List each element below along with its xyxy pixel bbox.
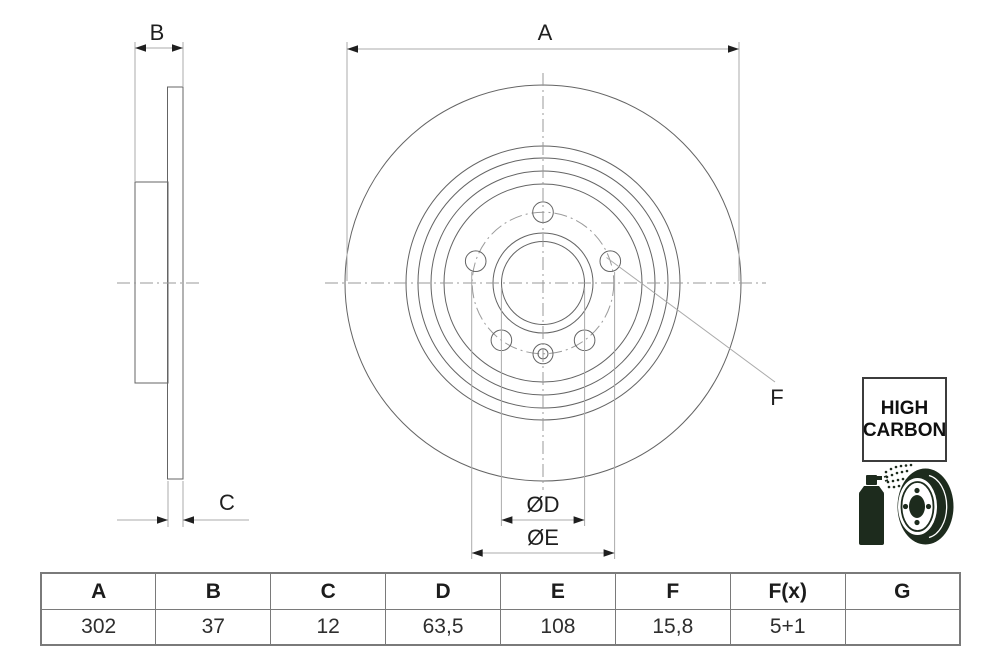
- dimension-e: [471, 272, 616, 559]
- spray-particles: [883, 463, 913, 489]
- table-value-e: 108: [500, 609, 616, 646]
- spray-can-icon: [859, 463, 913, 545]
- table-header-f: F: [614, 572, 731, 610]
- dim-label-b: B: [149, 20, 165, 45]
- dim-label-a: A: [537, 20, 553, 45]
- table-value-fx: 5+1: [729, 609, 846, 646]
- table-value-f: 15,8: [614, 609, 731, 646]
- technical-drawing: [117, 42, 776, 559]
- coated-disc-icon: [859, 463, 954, 545]
- table-value-b: 37: [155, 609, 272, 646]
- table-value-row: 302 37 12 63,5 108 15,8 5+1: [40, 609, 961, 646]
- table-header-d: D: [385, 572, 501, 610]
- dim-label-d: ØD: [526, 492, 560, 517]
- table-value-g: [844, 609, 961, 646]
- dimension-b: [134, 42, 184, 182]
- bolt-hole-right: [599, 250, 622, 273]
- high-carbon-badge: HIGH CARBON: [862, 377, 947, 462]
- cross-section-view: [117, 86, 201, 480]
- table-value-a: 302: [40, 609, 157, 646]
- table-header-g: G: [844, 572, 961, 610]
- brake-disc-icon: [897, 468, 954, 545]
- table-header-row: A B C D E F F(x) G: [40, 572, 961, 610]
- dim-label-c: C: [219, 490, 235, 515]
- dim-label-f: F: [770, 385, 784, 410]
- dimension-a: [346, 42, 740, 281]
- dimension-d: [500, 288, 586, 526]
- dim-label-e: ØE: [527, 525, 559, 550]
- badge-line-2: CARBON: [862, 419, 947, 441]
- table-header-fx: F(x): [729, 572, 846, 610]
- table-value-d: 63,5: [385, 609, 501, 646]
- dimension-c: [117, 481, 249, 527]
- badge-line-1: HIGH: [880, 397, 929, 419]
- table-header-c: C: [270, 572, 387, 610]
- table-value-c: 12: [270, 609, 387, 646]
- leader-f: [606, 257, 776, 383]
- table-header-a: A: [40, 572, 157, 610]
- table-header-e: E: [500, 572, 616, 610]
- front-view: [325, 73, 766, 490]
- bolt-hole-left: [464, 250, 487, 273]
- table-header-b: B: [155, 572, 272, 610]
- dimension-table: A B C D E F F(x) G 302 37 12 63,5 108 15…: [40, 572, 961, 646]
